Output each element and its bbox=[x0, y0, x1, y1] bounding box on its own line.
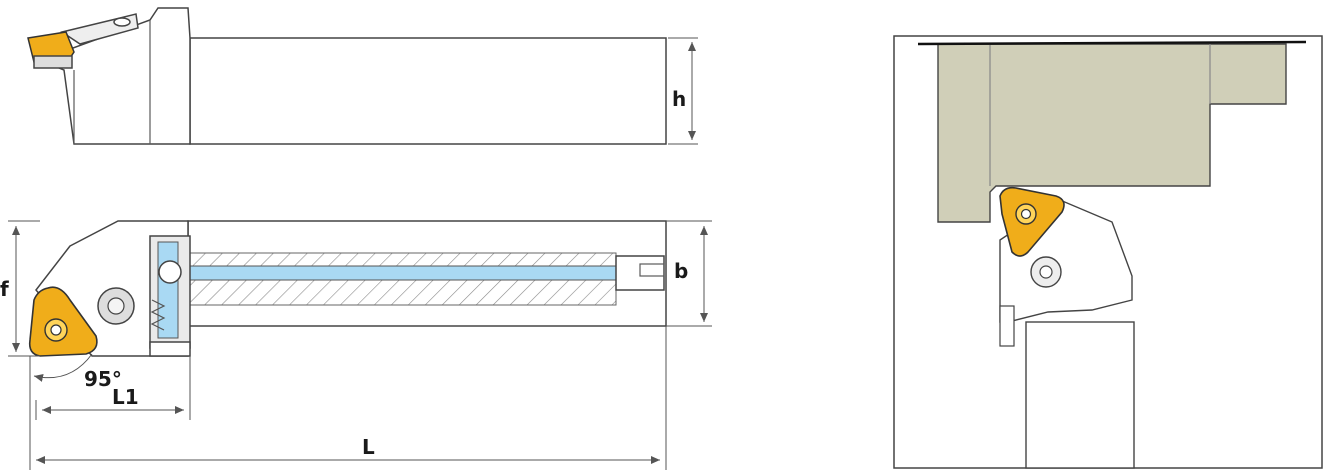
clamp-screw-icon bbox=[97, 287, 135, 325]
head-side bbox=[37, 7, 191, 145]
shim-side bbox=[33, 55, 73, 69]
dim-label-h: h bbox=[672, 87, 686, 111]
side-view: h bbox=[27, 7, 698, 145]
spring bbox=[150, 299, 166, 331]
coolant-channel bbox=[179, 265, 617, 281]
holder-shank bbox=[1025, 321, 1135, 469]
workpiece bbox=[937, 43, 1287, 223]
dim-label-L1: L1 bbox=[112, 385, 139, 409]
triangular-insert-icon bbox=[28, 286, 98, 357]
insert-side bbox=[27, 31, 75, 63]
dim-label-b: b bbox=[674, 259, 688, 283]
plan-view: f b 95° L1 L bbox=[0, 220, 712, 470]
angle-label: 95° bbox=[84, 367, 122, 391]
shank-side bbox=[189, 37, 667, 145]
application-view bbox=[893, 35, 1323, 469]
coolant-plug bbox=[615, 255, 665, 291]
dim-label-f: f bbox=[0, 277, 9, 301]
dim-label-L: L bbox=[362, 435, 375, 459]
